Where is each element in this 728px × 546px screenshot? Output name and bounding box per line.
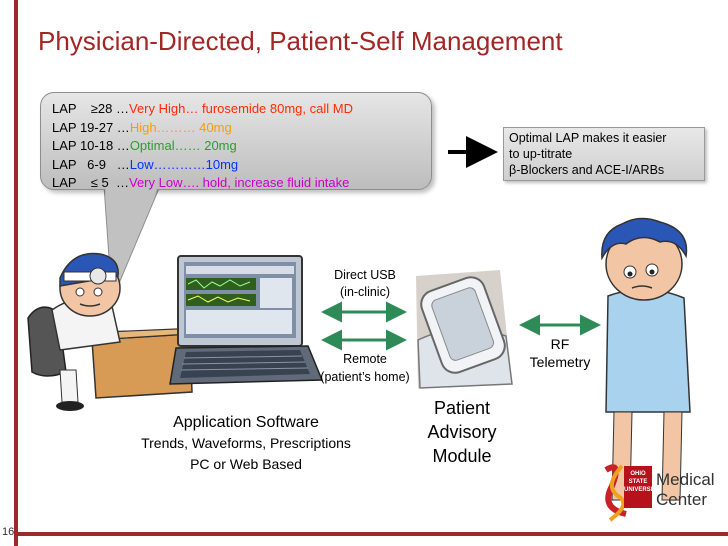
rf-sublabel: Telemetry [529, 354, 591, 370]
remote-sublabel: (patient’s home) [320, 370, 410, 384]
lap-status: Very Low…. hold, increase fluid intake [128, 175, 350, 190]
note-text: Optimal LAP makes it easier to up-titrat… [509, 130, 705, 178]
note-line: Optimal LAP makes it easier [509, 131, 667, 145]
slide-number: 16 [2, 526, 15, 538]
lap-dosing-table: LAP ≥28 …Very High… furosemide 80mg, cal… [52, 100, 353, 193]
note-line: to up-titrate [509, 147, 573, 161]
lap-status: Very High… furosemide 80mg, call MD [129, 101, 353, 116]
direct-usb-label: Direct USB [334, 268, 396, 282]
direct-usb-sublabel: (in-clinic) [340, 285, 390, 299]
lap-range: LAP ≤ 5 … [52, 175, 129, 190]
lap-row: LAP 19-27 …High……… 40mg [52, 119, 353, 138]
lap-row: LAP ≥28 …Very High… furosemide 80mg, cal… [52, 100, 353, 119]
software-title: Application Software [173, 414, 319, 431]
module-line3: Module [432, 446, 492, 466]
doctor-illustration [51, 252, 121, 411]
lap-status: Low…………10mg [129, 156, 239, 172]
note-box [503, 127, 705, 181]
lap-status: Optimal…… 20mg [129, 138, 237, 153]
remote-label: Remote [343, 352, 387, 366]
bottom-accent-bar [14, 532, 728, 536]
patient-illustration [601, 217, 691, 501]
software-line2: PC or Web Based [190, 456, 302, 472]
note-line: β-Blockers and ACE-I/ARBs [509, 163, 665, 177]
lap-row: LAP 6-9 …Low…………10mg [52, 156, 353, 175]
lap-row: LAP 10-18 …Optimal…… 20mg [52, 137, 353, 156]
left-accent-bar [14, 0, 18, 546]
lap-status: High……… 40mg [129, 119, 232, 135]
software-line1: Trends, Waveforms, Prescriptions [141, 435, 351, 451]
lap-range: LAP ≥28 … [52, 101, 129, 116]
module-line1: Patient [433, 398, 491, 418]
lap-range: LAP 19-27 … [52, 119, 130, 135]
patient-advisory-module-illustration [416, 270, 513, 389]
lap-row: LAP ≤ 5 …Very Low…. hold, increase fluid… [52, 174, 353, 193]
logo-name-line1: Medical [656, 470, 715, 489]
osu-logo-mark-text: OHIO STATE UNIVERSITY [624, 471, 661, 493]
keyboard-illustration [169, 345, 324, 385]
logo-name-line2: Center [656, 490, 708, 509]
osu-logo-icon [604, 464, 652, 522]
speech-bubble [40, 92, 432, 190]
computer-monitor-illustration [177, 255, 303, 347]
slide-title: Physician-Directed, Patient-Self Managem… [38, 26, 563, 56]
rf-label: RF [550, 336, 570, 352]
lap-range: LAP 6-9 … [52, 156, 130, 172]
module-line2: Advisory [427, 422, 497, 442]
lap-range: LAP 10-18 … [52, 138, 130, 153]
